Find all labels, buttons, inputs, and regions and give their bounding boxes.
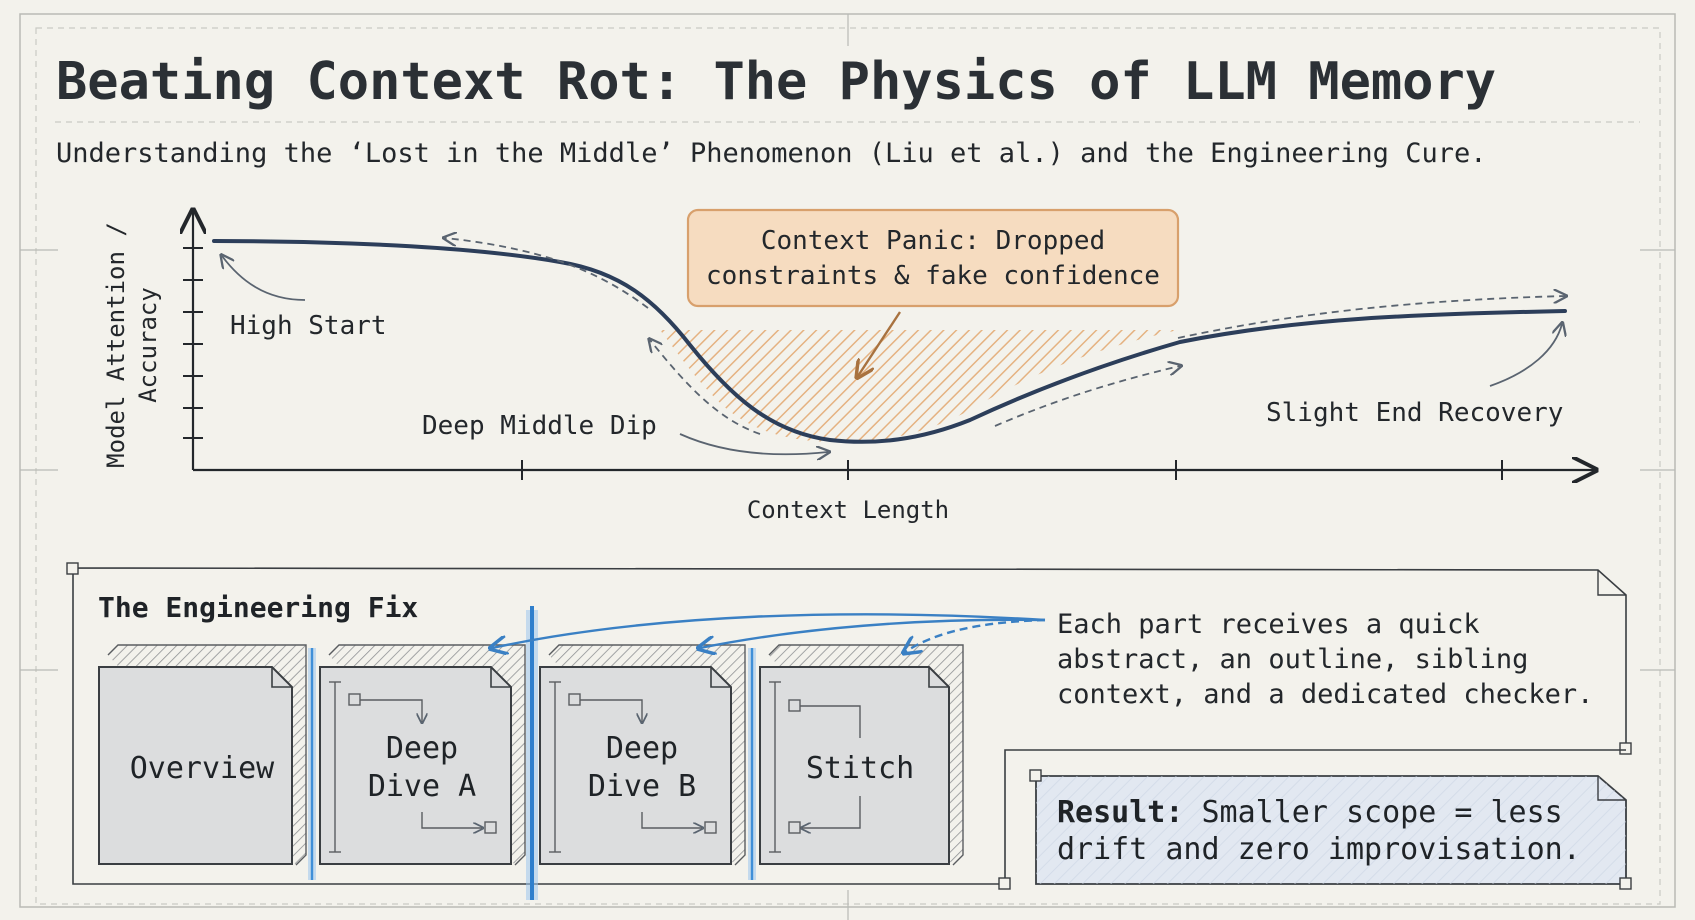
x-axis-ticks <box>521 460 1503 480</box>
result-bold-label: Result: <box>1057 795 1183 830</box>
deep-dive-a-label-line2: Dive A <box>368 769 476 804</box>
stitch-box: Stitch <box>759 644 964 866</box>
high-start-label: High Start <box>230 311 387 341</box>
high-start-arrow <box>222 256 306 301</box>
result-line-1-rest: Smaller scope = less <box>1183 795 1562 830</box>
trend-arrow-fall <box>445 238 649 309</box>
y-axis-label: Model Attention / <box>102 222 130 468</box>
context-note-line-2: abstract, an outline, sibling <box>1057 644 1528 675</box>
engineering-fix-panel: The Engineering Fix Overview Deep Dive A <box>66 562 1632 900</box>
y-axis-ticks <box>183 247 203 439</box>
deep-middle-dip-arrow <box>679 433 828 454</box>
context-arrow-to-deep-dive-a <box>492 613 1046 648</box>
page-subtitle: Understanding the ‘Lost in the Middle’ P… <box>56 138 1486 169</box>
deep-dive-b-label-line1: Deep <box>606 731 678 766</box>
x-axis-label: Context Length <box>747 496 949 524</box>
stitch-label: Stitch <box>806 751 914 786</box>
page-frame <box>19 13 1676 920</box>
deep-dive-a-box: Deep Dive A <box>319 644 526 866</box>
attention-chart: Model Attention / Accuracy Context Lengt… <box>102 210 1594 524</box>
attention-curve <box>212 239 1567 444</box>
deep-middle-dip-label: Deep Middle Dip <box>422 411 657 441</box>
page-title: Beating Context Rot: The Physics of LLM … <box>56 52 1496 112</box>
deep-dive-b-label-line2: Dive B <box>588 769 696 804</box>
trend-arrow-fall-lower <box>650 340 761 435</box>
result-line-2: drift and zero improvisation. <box>1057 832 1581 867</box>
y-axis-label-line2: Accuracy <box>134 287 162 403</box>
trend-arrow-rise <box>994 366 1180 427</box>
overview-box: Overview <box>98 644 307 866</box>
context-panic-callout <box>686 208 1180 308</box>
result-box: Result: Smaller scope = less drift and z… <box>1029 769 1632 890</box>
callout-pointer-arrow <box>858 311 902 376</box>
slight-end-recovery-label: Slight End Recovery <box>1266 398 1563 428</box>
context-arrow-to-deep-dive-b <box>700 618 1046 648</box>
fix-panel-frame <box>72 567 1627 885</box>
callout-line-2: constraints & fake confidence <box>706 261 1160 291</box>
trend-arrow-rise-upper <box>1177 296 1565 339</box>
callout-line-1: Context Panic: Dropped <box>761 226 1105 256</box>
context-arrow-to-stitch <box>905 618 1046 652</box>
deep-dive-a-label-line1: Deep <box>386 731 458 766</box>
blue-dividers <box>308 606 756 900</box>
deep-dive-b-box: Deep Dive B <box>539 644 746 866</box>
context-note-line-1: Each part receives a quick <box>1057 609 1480 640</box>
context-panic-zone <box>660 330 1178 443</box>
end-recovery-arrow <box>1489 324 1562 387</box>
engineering-fix-heading: The Engineering Fix <box>98 591 418 624</box>
overview-label: Overview <box>130 751 275 786</box>
result-line-1: Result: Smaller scope = less <box>1057 795 1563 830</box>
context-note-line-3: context, and a dedicated checker. <box>1057 679 1593 710</box>
